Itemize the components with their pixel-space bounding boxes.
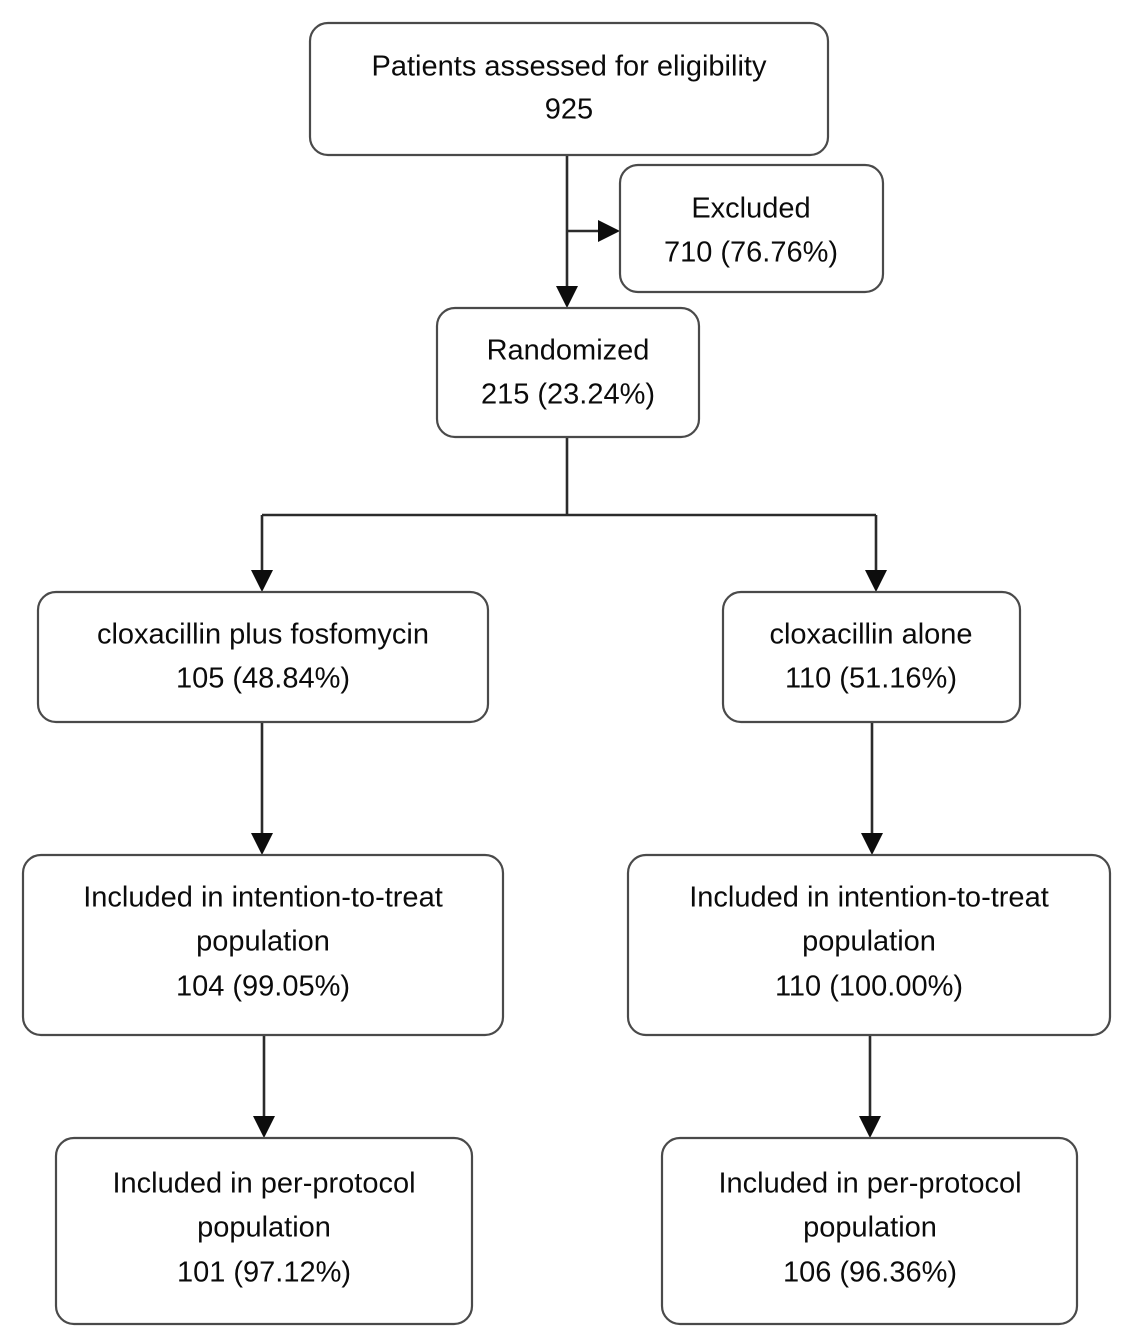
arrow-head-icon: [556, 286, 578, 308]
edge-assessed-to-excluded: [567, 220, 620, 242]
randomized-box[interactable]: Randomized 215 (23.24%): [435, 306, 701, 439]
node-line-1: Randomized: [487, 335, 650, 367]
node-line-3: 104 (99.05%): [176, 971, 350, 1003]
node-line-1: cloxacillin alone: [769, 619, 972, 651]
excluded-box[interactable]: Excluded 710 (76.76%): [618, 163, 885, 294]
node-line-2: 215 (23.24%): [481, 379, 655, 411]
itt-population-right-box[interactable]: Included in intention-to-treat populatio…: [626, 853, 1112, 1037]
node-line-1: Included in intention-to-treat: [689, 882, 1049, 914]
arrow-head-icon: [598, 220, 620, 242]
arrow-head-icon: [859, 1116, 881, 1138]
arrow-head-icon: [865, 570, 887, 592]
edge-randomized-to-arm-left: [251, 515, 273, 592]
itt-population-left-box[interactable]: Included in intention-to-treat populatio…: [21, 853, 505, 1037]
node-line-1: Included in per-protocol: [718, 1168, 1021, 1200]
arrow-head-icon: [251, 570, 273, 592]
edge-itt-left-to-pp-left: [253, 1035, 275, 1138]
per-protocol-population-left-box[interactable]: Included in per-protocol population 101 …: [54, 1136, 474, 1326]
node-outline: [308, 21, 830, 157]
node-outline: [36, 590, 490, 724]
node-outline: [626, 853, 1112, 1037]
node-line-1: Included in per-protocol: [112, 1168, 415, 1200]
edge-arm-right-to-itt-right: [861, 722, 883, 855]
node-line-1: Patients assessed for eligibility: [372, 51, 767, 83]
node-line-2: 110 (51.16%): [785, 663, 957, 695]
node-outline: [435, 306, 701, 439]
edge-randomized-to-arms: [251, 437, 887, 592]
node-line-2: population: [802, 926, 936, 958]
per-protocol-population-right-box[interactable]: Included in per-protocol population 106 …: [660, 1136, 1079, 1326]
node-outline: [618, 163, 885, 294]
node-line-1: cloxacillin plus fosfomycin: [97, 619, 429, 651]
node-line-1: Included in intention-to-treat: [83, 882, 443, 914]
node-line-2: 925: [545, 94, 593, 126]
edge-arm-left-to-itt-left: [251, 722, 273, 855]
node-line-1: Excluded: [691, 193, 810, 225]
node-outline: [21, 853, 505, 1037]
connector-layer: [251, 155, 887, 1138]
node-line-2: 710 (76.76%): [664, 237, 838, 269]
treatment-arm-cloxacillin-alone-box[interactable]: cloxacillin alone 110 (51.16%): [721, 590, 1022, 724]
arrow-head-icon: [861, 833, 883, 855]
treatment-arm-cloxacillin-plus-fosfomycin-box[interactable]: cloxacillin plus fosfomycin 105 (48.84%): [36, 590, 490, 724]
node-line-3: 106 (96.36%): [783, 1257, 957, 1289]
node-outline: [54, 1136, 474, 1326]
node-outline: [721, 590, 1022, 724]
node-line-2: 105 (48.84%): [176, 663, 350, 695]
arrow-head-icon: [251, 833, 273, 855]
node-outline: [660, 1136, 1079, 1326]
edge-randomized-to-arm-right: [865, 515, 887, 592]
patients-assessed-box[interactable]: Patients assessed for eligibility 925: [308, 21, 830, 157]
arrow-head-icon: [253, 1116, 275, 1138]
edge-itt-right-to-pp-right: [859, 1035, 881, 1138]
node-line-2: population: [197, 1212, 331, 1244]
node-line-3: 101 (97.12%): [177, 1257, 351, 1289]
node-line-2: population: [803, 1212, 937, 1244]
node-line-3: 110 (100.00%): [775, 971, 963, 1003]
node-layer: Patients assessed for eligibility 925 Ex…: [21, 21, 1112, 1326]
node-line-2: population: [196, 926, 330, 958]
edge-assessed-to-randomized: [556, 155, 578, 308]
